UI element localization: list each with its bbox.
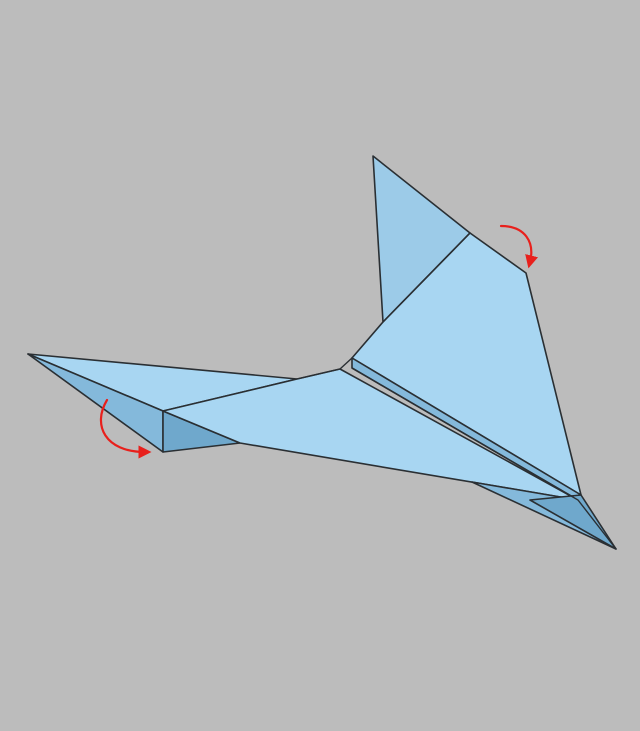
center-crease	[296, 357, 353, 380]
keel-crease	[351, 367, 617, 550]
left-winglet-fold-arrow	[99, 398, 152, 459]
fuselage	[162, 368, 579, 501]
right-winglet-fold-arrow	[499, 224, 539, 269]
right-wing-crease	[382, 232, 471, 323]
nose-lower-face	[529, 494, 617, 550]
